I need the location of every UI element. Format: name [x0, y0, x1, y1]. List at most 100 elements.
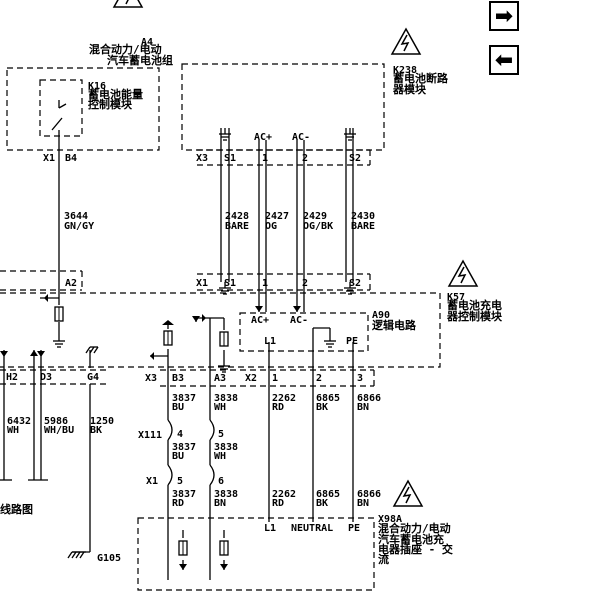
a4-name-line1: 混合动力/电动	[89, 42, 162, 56]
pin-5-x1: 5	[177, 476, 183, 487]
connector-x1-lower: X1	[146, 476, 158, 487]
prev-page-button[interactable]: ⬅	[489, 45, 519, 75]
wire-1250-number: 1250	[90, 416, 114, 427]
a4-name-line2: 汽车蓄电池组	[107, 53, 173, 67]
ground-g105-label: G105	[97, 553, 121, 564]
k16-switch-box	[39, 79, 83, 137]
wire-3837-color: RD	[172, 498, 184, 509]
k16-name-line2: 控制模块	[88, 97, 133, 111]
k57-enclosure	[0, 292, 441, 368]
a90-l1: L1	[264, 336, 276, 347]
wire-3837-number: 3837	[172, 442, 196, 453]
wire-6865-number: 6865	[316, 489, 340, 500]
pin-2: 2	[302, 153, 308, 164]
wire-6866-number: 6866	[357, 393, 381, 404]
pin-5-x111: 5	[218, 429, 224, 440]
connector-x1-k57: X1	[196, 278, 208, 289]
wire-5986-color: WH/BU	[44, 425, 74, 436]
high-voltage-warning-icon	[393, 480, 423, 507]
k238-name-line1: 蓄电池断路	[393, 71, 449, 85]
wire-6866-color: BN	[357, 402, 369, 413]
ground-icon	[52, 334, 66, 348]
wiring-diagram-page-ref[interactable]: 线路图	[0, 502, 33, 516]
pin-s2: S2	[349, 153, 361, 164]
wire-2430-color: BARE	[351, 221, 375, 232]
pin-2-x2: 2	[316, 373, 322, 384]
wire-6865-color: BK	[316, 402, 328, 413]
x98a-neutral: NEUTRAL	[291, 523, 333, 534]
a4-ref: A4	[141, 37, 153, 48]
connector-x3-lower: X3	[145, 373, 157, 384]
wire-3838-number: 3838	[214, 393, 238, 404]
pin-1-x2: 1	[272, 373, 278, 384]
high-voltage-warning-icon	[391, 28, 421, 55]
next-page-button[interactable]: ➡	[489, 1, 519, 31]
wire-2428-number: 2428	[225, 211, 249, 222]
pin-a2: A2	[65, 278, 77, 289]
fuse-icon	[219, 540, 229, 556]
x98a-name-line4: 流	[378, 552, 389, 566]
k57-name-line2: 器控制模块	[446, 309, 503, 323]
x98a-enclosure	[137, 517, 375, 591]
label-ac-minus: AC-	[292, 132, 310, 143]
pin-s2-k57: S2	[349, 278, 361, 289]
wire-3837-color: BU	[172, 402, 184, 413]
x98a-l1: L1	[264, 523, 276, 534]
wire-6432-number: 6432	[7, 416, 31, 427]
x98a-name-line3: 电器插座 - 交	[378, 542, 453, 556]
a90-name: 逻辑电路	[372, 318, 417, 332]
wire-3838-color: WH	[214, 402, 226, 413]
wire-5986-number: 5986	[44, 416, 68, 427]
pin-s1-k57: S1	[224, 278, 236, 289]
pin-d3: D3	[40, 372, 52, 383]
wire-2262-color: RD	[272, 402, 284, 413]
fuse-icon	[54, 306, 64, 322]
pin-h2: H2	[6, 372, 18, 383]
fuse-icon	[163, 330, 173, 346]
x98a-pe: PE	[348, 523, 360, 534]
wire-6865-number: 6865	[316, 393, 340, 404]
wire-2262-number: 2262	[272, 489, 296, 500]
pin-a3: A3	[214, 373, 226, 384]
wire-2427-color: OG	[265, 221, 277, 232]
high-voltage-warning-icon	[448, 260, 478, 287]
k57-ref: K57	[447, 292, 465, 303]
pin-4-x111: 4	[177, 429, 183, 440]
wire-3837-color: BU	[172, 451, 184, 462]
wire-3838-number: 3838	[214, 489, 238, 500]
pin-1-k57: 1	[262, 278, 268, 289]
label-ac-plus: AC+	[254, 132, 272, 143]
k16-enclosure	[6, 67, 160, 151]
arrow-left-icon: ⬅	[494, 47, 514, 73]
k57-name-line1: 蓄电池充电	[447, 298, 502, 312]
wire-3644-number: 3644	[64, 211, 88, 222]
arrow-right-icon: ➡	[494, 3, 514, 29]
connector-x111: X111	[138, 430, 162, 441]
wire-2427-number: 2427	[265, 211, 289, 222]
wire-3644-color: GN/GY	[64, 221, 94, 232]
wire-3837-number: 3837	[172, 393, 196, 404]
a90-pe: PE	[346, 336, 358, 347]
wire-2428-color: BARE	[225, 221, 249, 232]
wire-6432-color: WH	[7, 425, 19, 436]
wire-2430-number: 2430	[351, 211, 375, 222]
wire-3838-color: BN	[214, 498, 226, 509]
x98a-name-line1: 混合动力/电动	[378, 521, 451, 535]
wire-3838-number: 3838	[214, 442, 238, 453]
wire-6866-number: 6866	[357, 489, 381, 500]
high-voltage-warning-icon	[113, 0, 143, 8]
pin-1: 1	[262, 153, 268, 164]
k238-ref: K238	[393, 65, 417, 76]
k16-ref: K16	[88, 81, 106, 92]
x98a-name-line2: 汽车蓄电池充	[378, 532, 444, 546]
pin-g4: G4	[87, 372, 99, 383]
x98a-ref: X98A	[378, 514, 402, 525]
a90-ac-minus: AC-	[290, 315, 308, 326]
pin-3-x2: 3	[357, 373, 363, 384]
k238-enclosure	[181, 63, 385, 151]
pin-6-x1: 6	[218, 476, 224, 487]
pin-2-k57: 2	[302, 278, 308, 289]
wire-2429-color: OG/BK	[303, 221, 333, 232]
fuse-icon	[178, 540, 188, 556]
